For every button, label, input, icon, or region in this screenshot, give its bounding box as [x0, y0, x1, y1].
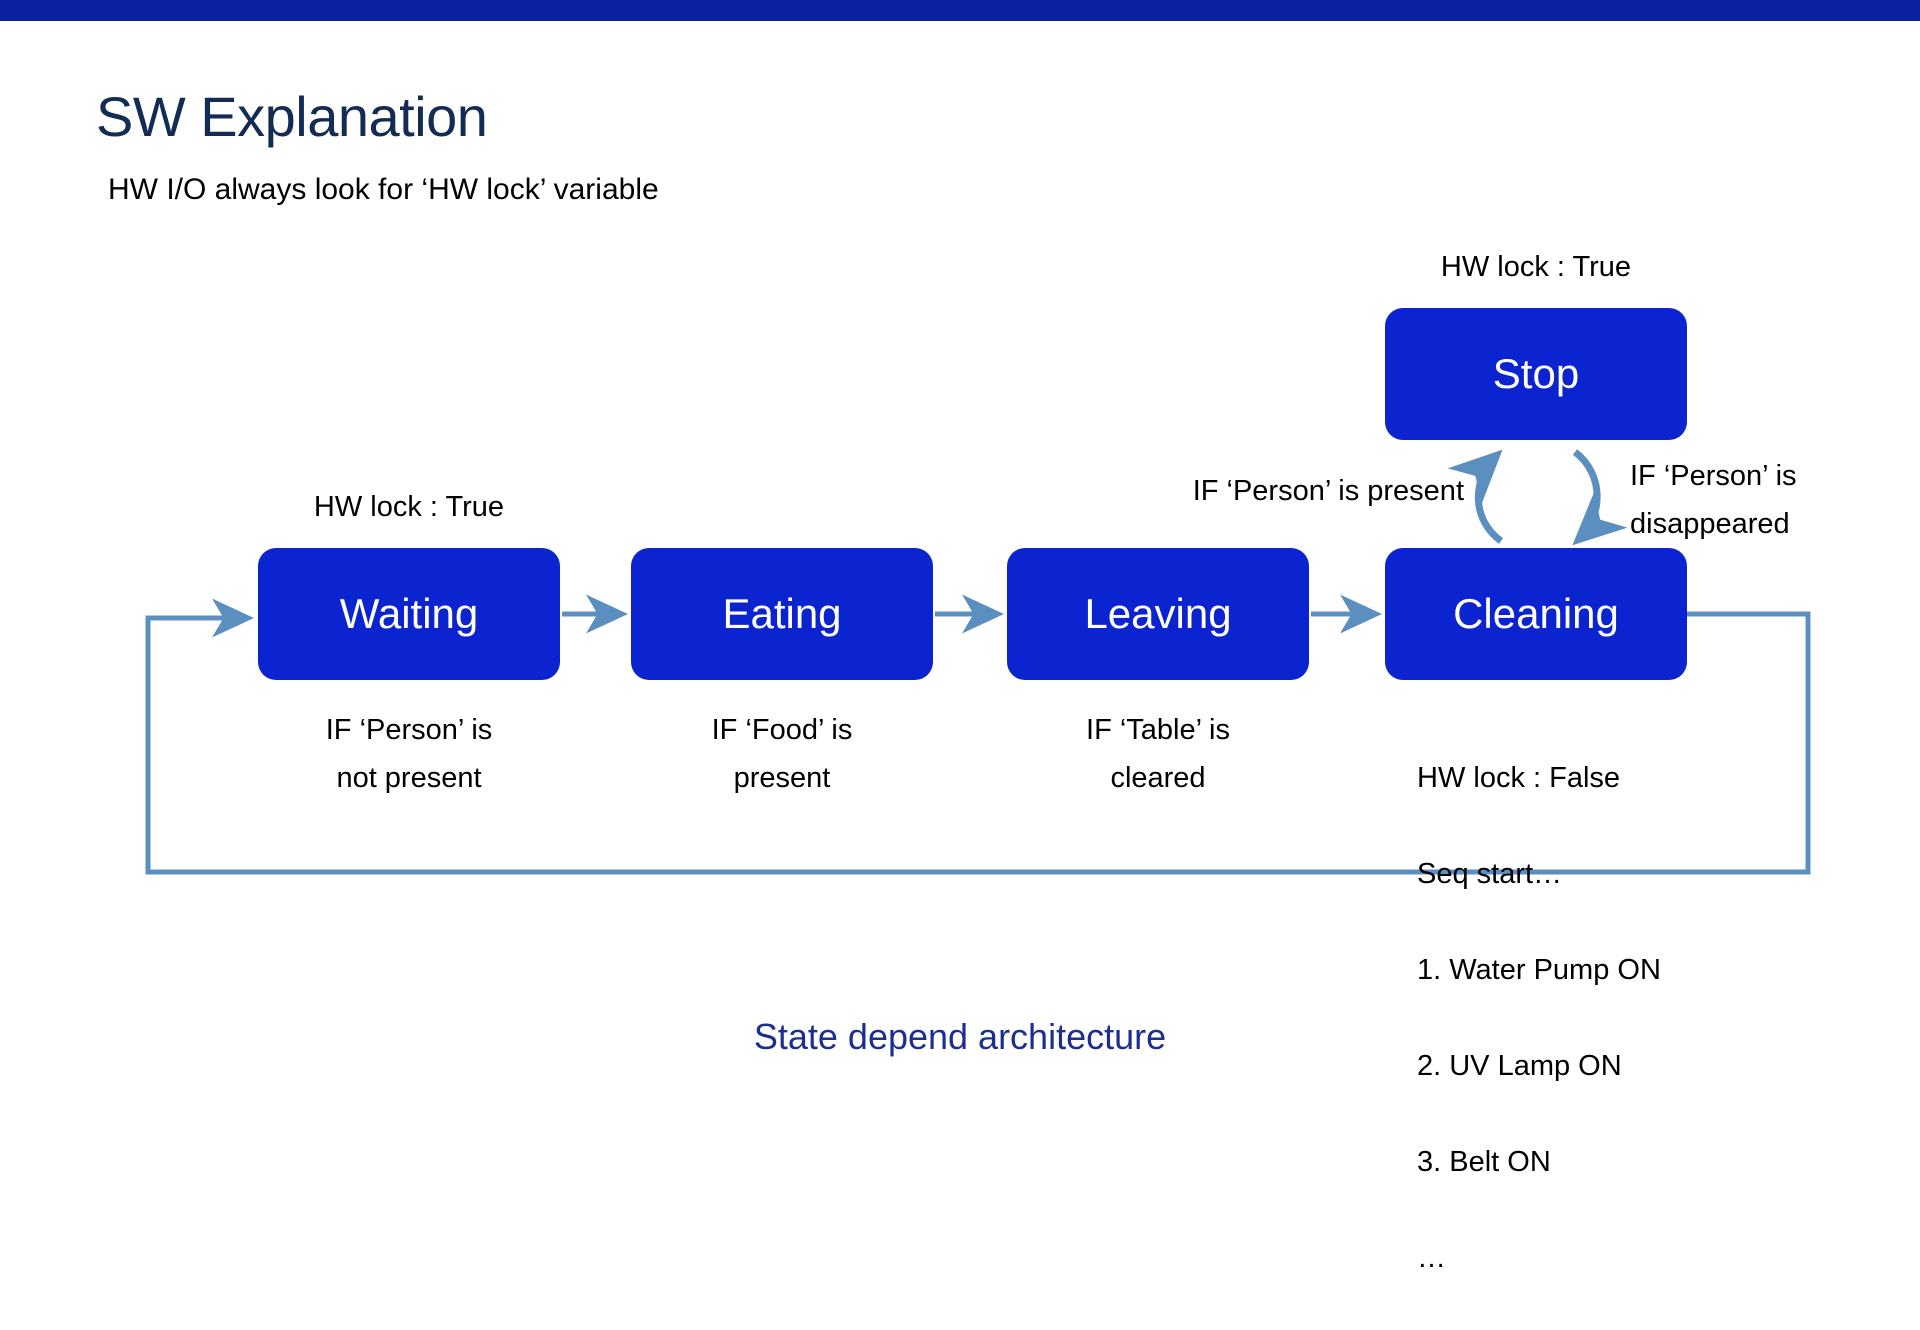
cleaning-seq-step-3: 3. Belt ON	[1417, 1146, 1551, 1178]
cleaning-seq-step-1: 1. Water Pump ON	[1417, 954, 1661, 986]
state-box-leaving[interactable]: Leaving	[1007, 548, 1309, 680]
state-label-stop: Stop	[1492, 350, 1580, 397]
arrow-stop-to-cleaning	[1572, 449, 1628, 546]
annotation-leaving-condition: IF ‘Table’ is cleared	[1086, 714, 1230, 794]
state-label-leaving: Leaving	[1084, 590, 1232, 637]
annotation-stop-hw-lock: HW lock : True	[1440, 251, 1632, 283]
cleaning-hw-lock: HW lock : False	[1417, 762, 1621, 794]
state-box-eating[interactable]: Eating	[631, 548, 933, 680]
diagram-caption: State depend architecture	[753, 1016, 1167, 1057]
state-label-cleaning: Cleaning	[1453, 590, 1619, 637]
state-box-waiting[interactable]: Waiting	[258, 548, 560, 680]
top-accent-bar	[0, 0, 1920, 21]
annotation-eating-condition: IF ‘Food’ is present	[711, 714, 853, 794]
arrow-cleaning-to-stop	[1447, 449, 1504, 544]
annotation-waiting-condition: IF ‘Person’ is not present	[325, 714, 493, 794]
state-box-stop[interactable]: Stop	[1385, 308, 1687, 440]
cleaning-seq-step-2: 2. UV Lamp ON	[1417, 1050, 1622, 1082]
annotation-waiting-hw-lock: HW lock : True	[313, 491, 505, 523]
state-label-waiting: Waiting	[339, 590, 479, 637]
page-subtitle: HW I/O always look for ‘HW lock’ variabl…	[108, 173, 659, 206]
annotation-person-present: IF ‘Person’ is present	[1192, 475, 1464, 507]
page-title: SW Explanation	[96, 85, 488, 148]
state-machine-diagram: Waiting Eating Leaving Cleaning Stop HW …	[145, 251, 1811, 1274]
cleaning-seq-more: …	[1417, 1242, 1446, 1274]
state-box-cleaning[interactable]: Cleaning	[1385, 548, 1687, 680]
state-label-eating: Eating	[722, 590, 842, 637]
annotation-person-disappeared: IF ‘Person’ is disappeared	[1630, 460, 1797, 540]
cleaning-seq-start: Seq start…	[1417, 858, 1563, 890]
